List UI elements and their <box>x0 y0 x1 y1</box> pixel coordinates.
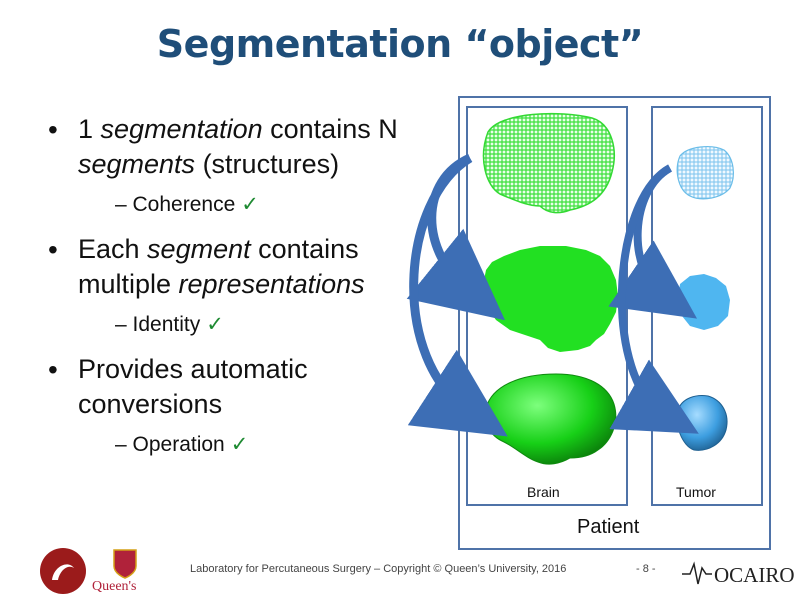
page-number: - 8 - <box>636 563 656 575</box>
brain-labelmap-shape <box>482 246 618 352</box>
check-icon: ✓ <box>241 193 259 216</box>
brain-surface-shape <box>484 373 617 465</box>
bullet-text-part: 1 <box>78 114 101 144</box>
sub-bullet-2: – Identity✓ <box>40 310 450 340</box>
ocairo-logo-icon: OCAIRO <box>682 561 795 587</box>
sub-bullet-2-text: – Identity <box>115 313 201 336</box>
slide-title: Segmentation “object” <box>156 22 644 66</box>
patient-box <box>458 96 771 550</box>
sub-bullet-3: – Operation✓ <box>40 430 450 460</box>
tumor-closed-surface-shape <box>676 146 734 200</box>
lab-logo-icon <box>40 548 86 594</box>
bullet-text-part: Each <box>78 234 148 264</box>
ocairo-logo-text: OCAIRO <box>714 563 795 587</box>
check-icon: ✓ <box>206 313 224 336</box>
arrow-brain-to-surface <box>407 154 508 437</box>
queens-logo-text: Queen's <box>92 579 137 594</box>
sub-bullet-1-text: – Coherence <box>115 193 236 216</box>
bullet-2: Each segment contains multiple represent… <box>40 232 450 302</box>
tumor-label: Tumor <box>676 484 716 500</box>
brain-label: Brain <box>527 484 560 500</box>
bullet-text-part: contains N <box>262 114 398 144</box>
bullet-3: Provides automatic conversions <box>40 352 450 422</box>
tumor-labelmap-shape <box>678 274 730 330</box>
bullet-text-part: (structures) <box>195 149 340 179</box>
bullet-text-part: segments <box>78 149 196 179</box>
footer-copyright: Laboratory for Percutaneous Surgery – Co… <box>190 563 567 575</box>
bullet-text-part: segment <box>147 234 251 264</box>
patient-label: Patient <box>577 516 640 538</box>
arrow-tumor-to-surface <box>609 164 699 434</box>
sub-bullet-3-text: – Operation <box>115 433 225 456</box>
bullet-text-part: representations <box>178 269 365 299</box>
queens-logo-icon: Queen's <box>92 549 137 594</box>
sub-bullet-1: – Coherence✓ <box>40 190 450 220</box>
tumor-surface-shape <box>676 395 728 451</box>
bullet-text-part: Provides automatic conversions <box>78 354 308 419</box>
bullet-text-part: segmentation <box>100 114 263 144</box>
bullet-1: 1 segmentation contains N segments (stru… <box>40 112 450 182</box>
bullet-text-part: contains multiple <box>78 234 359 299</box>
check-icon: ✓ <box>230 433 249 456</box>
bullet-list: 1 segmentation contains N segments (stru… <box>40 112 450 472</box>
brain-closed-surface-shape <box>482 112 615 214</box>
